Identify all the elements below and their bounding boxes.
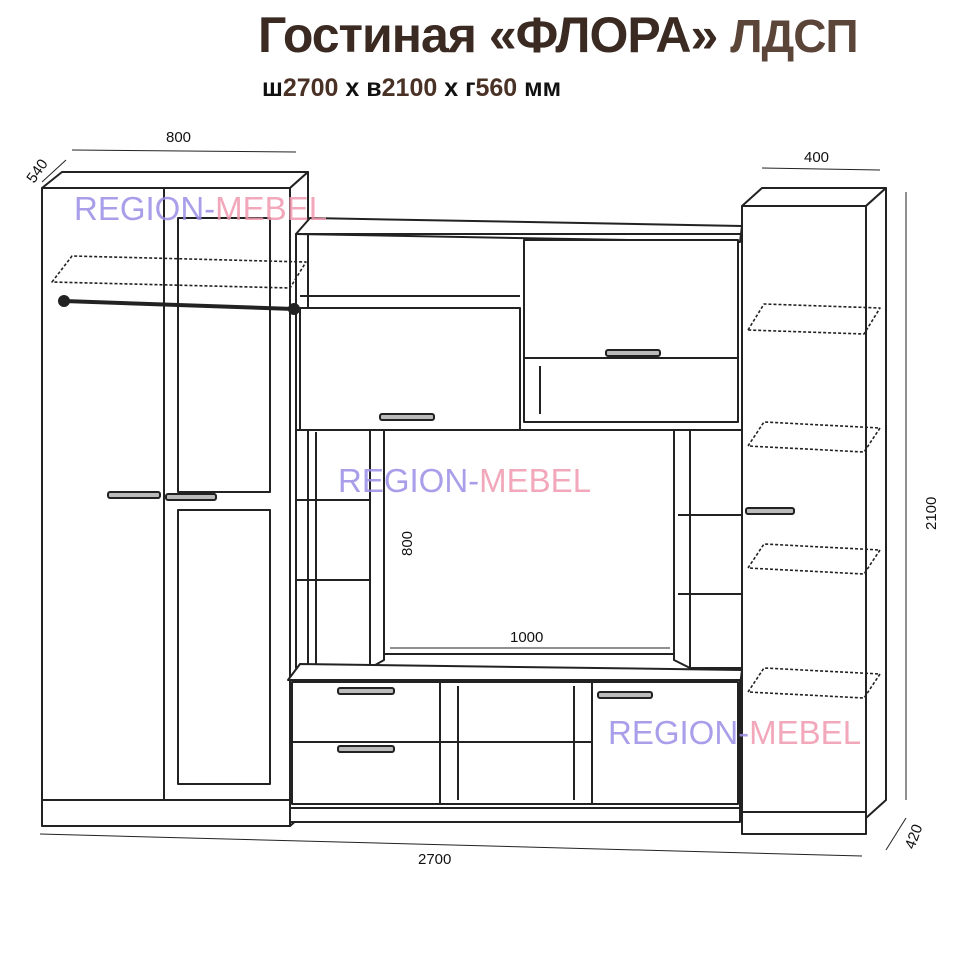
upper-left-door-handle (379, 413, 435, 421)
bottom-right-door (591, 681, 739, 805)
tower-shelf-1 (747, 303, 881, 335)
watermark-3-left: REGION- (608, 714, 749, 751)
left-pillar (369, 429, 385, 669)
height-value: 2100 (381, 74, 438, 102)
label-tv-width: 1000 (510, 629, 543, 646)
wardrobe-upper-panel (177, 217, 271, 493)
watermark-3: REGION-MEBEL (608, 714, 861, 751)
depth-prefix: г (465, 74, 476, 102)
wardrobe-top (41, 171, 309, 189)
label-depth-bottom: 420 (902, 822, 927, 851)
watermark-2: REGION-MEBEL (338, 462, 591, 499)
separator-2: x (437, 74, 466, 102)
unit-label: мм (517, 74, 562, 102)
wardrobe-handle-left (107, 491, 161, 499)
left-wardrobe (41, 171, 309, 827)
wardrobe-shelf (51, 255, 307, 289)
upper-right-door-handle (605, 349, 661, 357)
watermark-1: REGION-MEBEL (74, 190, 327, 227)
watermark-2-right: MEBEL (479, 462, 591, 499)
drawer-bottom-handle (337, 745, 395, 753)
wardrobe-lower-panel (177, 509, 271, 785)
right-tower (741, 187, 887, 835)
right-pillar (673, 429, 691, 669)
label-tv-height: 800 (399, 531, 416, 556)
tower-plinth (741, 811, 867, 835)
bottom-cabinet-body (289, 679, 741, 809)
label-tower-width: 400 (804, 149, 829, 166)
dim-wardrobe-width (71, 149, 297, 153)
central-top (295, 217, 743, 243)
width-value: 2700 (282, 74, 339, 102)
dim-depth-bottom (885, 817, 907, 851)
tower-top (741, 187, 887, 207)
tower-shelf-2 (747, 421, 881, 453)
dimension-lines (39, 149, 907, 857)
label-total-height: 2100 (923, 497, 940, 530)
rod-end-left (58, 295, 70, 307)
drawer-top-handle (337, 687, 395, 695)
upper-left-door (299, 307, 521, 431)
dim-wardrobe-depth (41, 159, 67, 183)
page-title: Гостиная «ФЛОРА» ЛДСП (258, 6, 859, 64)
watermark-3-right: MEBEL (749, 714, 861, 751)
central-section (287, 217, 743, 823)
bottom-right-door-handle (597, 691, 653, 699)
rod-end-right (288, 303, 300, 315)
tower-shelf-4 (747, 667, 881, 699)
upper-right-door (523, 239, 739, 359)
tower-side (865, 187, 887, 819)
depth-value: 560 (475, 74, 518, 102)
watermark-2-left: REGION- (338, 462, 479, 499)
title-main: Гостиная «ФЛОРА» (258, 7, 718, 63)
label-total-width: 2700 (418, 851, 451, 868)
watermark-1-right: MEBEL (215, 190, 327, 227)
label-wardrobe-depth: 540 (23, 156, 51, 186)
right-shelf-column (689, 429, 743, 669)
tower-shelf-3 (747, 543, 881, 575)
wardrobe-plinth (41, 799, 291, 827)
upper-right-niche (523, 357, 739, 423)
width-prefix: ш (262, 74, 283, 102)
wardrobe-handle-right (165, 493, 217, 501)
wardrobe-hanging-rod (63, 299, 295, 311)
dim-tower-width (761, 167, 881, 171)
title-material: ЛДСП (730, 10, 858, 62)
bottom-plinth (289, 807, 741, 823)
height-prefix: в (366, 74, 382, 102)
separator-1: x (338, 74, 367, 102)
dimensions-subtitle: ш2700 x в2100 x г560 мм (262, 74, 561, 103)
watermark-1-left: REGION- (74, 190, 215, 227)
dim-total-width (39, 833, 863, 857)
label-wardrobe-width: 800 (166, 129, 191, 146)
tower-handle (745, 507, 795, 515)
